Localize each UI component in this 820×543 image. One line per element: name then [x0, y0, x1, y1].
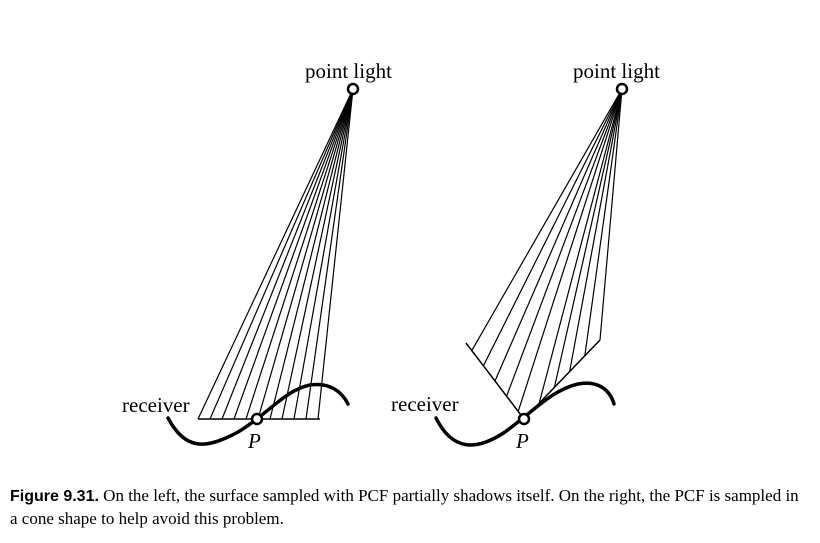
right-sample-rays [471, 88, 623, 412]
right-receiver-label: receiver [391, 392, 459, 416]
right-ray-2 [482, 88, 623, 367]
left-ray-5 [245, 88, 354, 420]
right-point-marker [517, 412, 531, 426]
right-panel: point light receiver P [391, 59, 660, 453]
right-receiver-curve [434, 381, 616, 447]
left-receiver-label: receiver [122, 393, 190, 417]
left-point-marker [250, 412, 264, 426]
left-light-label: point light [305, 59, 392, 83]
left-panel: point light receiver P [122, 59, 392, 453]
pcf-diagram: point light receiver P point light recei… [122, 59, 660, 453]
right-light-label: point light [573, 59, 660, 83]
right-ray-1 [471, 88, 623, 351]
right-ray-8 [569, 88, 623, 372]
left-ray-6 [257, 88, 354, 420]
right-point-label: P [515, 429, 529, 453]
right-cone-edge-left [465, 342, 525, 420]
left-ray-10 [305, 88, 354, 420]
left-ray-11 [317, 88, 354, 420]
left-point-label: P [247, 429, 261, 453]
right-ray-5 [517, 88, 623, 412]
right-ray-10 [599, 88, 623, 341]
left-ray-2 [209, 88, 354, 420]
left-ray-4 [233, 88, 354, 420]
left-light-marker [346, 82, 360, 96]
figure-caption: Figure 9.31. On the left, the surface sa… [10, 485, 810, 530]
left-ray-3 [221, 88, 354, 420]
left-ray-8 [281, 88, 354, 420]
right-light-marker [615, 82, 629, 96]
left-sample-rays [197, 88, 354, 420]
right-ray-6 [538, 88, 623, 404]
right-ray-4 [506, 88, 623, 397]
right-ray-7 [553, 88, 623, 388]
right-ray-9 [584, 88, 623, 356]
caption-text: On the left, the surface sampled with PC… [10, 486, 799, 528]
left-ray-7 [269, 88, 354, 420]
left-ray-9 [293, 88, 354, 420]
right-ray-3 [494, 88, 623, 382]
left-ray-1 [197, 88, 354, 420]
caption-label: Figure 9.31. [10, 488, 99, 505]
left-receiver-curve [166, 382, 350, 446]
